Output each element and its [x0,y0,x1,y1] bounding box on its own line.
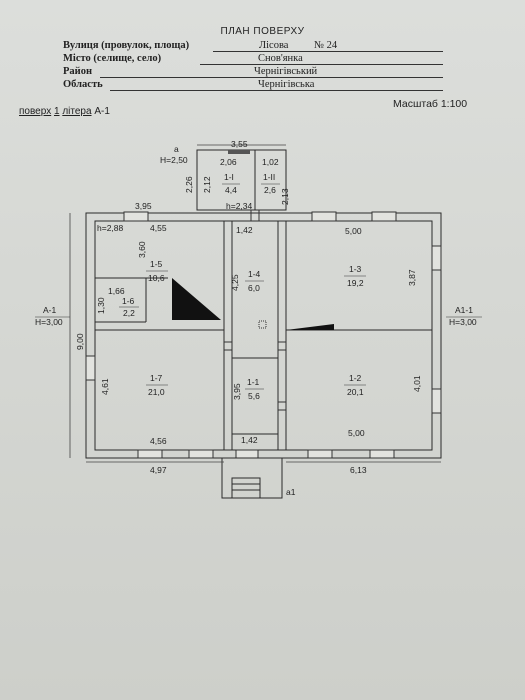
chimney [258,320,267,329]
room17-area: 21,0 [148,387,165,397]
district-label: Район [63,66,93,77]
vest2-width: 1,02 [262,157,279,167]
room17-width: 4,56 [150,436,167,446]
page-title: ПЛАН ПОВЕРХУ [220,26,305,37]
room11-width: 1,42 [241,435,258,445]
vest2-area: 2,6 [264,185,276,195]
right-height: Н=3,00 [449,317,477,327]
room16-id: 1-6 [122,296,135,306]
street-underline [213,51,443,52]
room16-area: 2,2 [123,308,135,318]
window [371,211,397,222]
window [123,211,149,222]
window [188,449,214,459]
window [137,449,163,459]
stove-block [172,278,221,320]
top-left-width: 3,95 [135,201,152,211]
room11-side: 3,95 [232,383,242,400]
room16-height: 1,30 [96,297,106,314]
district-underline [100,77,443,78]
room15-height: h=2,88 [97,223,124,233]
room11-area: 5,6 [248,391,260,401]
partition-right [277,220,287,451]
region-label: Область [63,79,103,90]
room16-width: 1,66 [108,286,125,296]
veranda-side1: 2,26 [184,176,194,193]
room14-side: 4,25 [230,274,240,291]
street-number: № 24 [314,40,338,51]
vest2-id: 1-II [263,172,275,182]
room14-area: 6,0 [248,283,260,293]
city-underline [200,64,443,65]
window [235,449,259,459]
plan-reference: поверх 1 літера А-1 [19,106,110,117]
window [307,449,333,459]
floor-number: 1 [53,106,60,117]
porch-steps [231,477,261,499]
partition-left [223,220,233,451]
letter-code: А-1 [94,106,110,117]
region-underline [110,90,443,91]
room17-side: 4,61 [100,378,110,395]
room15-width: 4,55 [150,223,167,233]
veranda-window [228,150,250,154]
window [85,355,96,381]
room17-id: 1-7 [150,373,163,383]
window [431,245,442,271]
veranda-side3: 2,13 [280,188,290,205]
floor-word: поверх [19,106,52,117]
veranda-height: Н=2,50 [160,155,188,165]
veranda-side2: 2,12 [202,176,212,193]
left-height: Н=3,00 [35,317,63,327]
right-letter: А1-1 [455,305,473,315]
room13-side: 3,87 [407,269,417,286]
street-label: Вулиця (провулок, площа) [63,40,190,51]
room12-side: 4,01 [412,375,422,392]
room15-side: 3,60 [137,241,147,258]
vest1-width: 2,06 [220,157,237,167]
left-letter: А-1 [43,305,57,315]
window [431,388,442,414]
scale-label: Масштаб 1:100 [393,98,468,110]
bottom-right-total: 6,13 [350,465,367,475]
room14-width: 1,42 [236,225,253,235]
vest1-id: 1-I [224,172,234,182]
window [369,449,395,459]
room13-width: 5,00 [345,226,362,236]
letter-word: літера [62,106,92,117]
stove-right [286,324,334,330]
room15-area: 10,6 [148,273,165,283]
room12-area: 20,1 [347,387,364,397]
street-value: Лісова [259,40,289,51]
porch-label: а1 [286,487,296,497]
region-value: Чернігівська [258,79,315,90]
house-inner-wall [94,220,433,451]
veranda-letter: а [174,144,179,154]
corridor-height: h=2,34 [226,201,253,211]
room12-width: 5,00 [348,428,365,438]
veranda-width: 3,55 [231,139,248,149]
room11-id: 1-1 [247,377,260,387]
room12-id: 1-2 [349,373,362,383]
room13-id: 1-3 [349,264,362,274]
window [311,211,337,222]
vest1-area: 4,4 [225,185,237,195]
city-label: Місто (селище, село) [63,53,162,64]
room14-id: 1-4 [248,269,261,279]
room15-id: 1-5 [150,259,163,269]
left-total: 9,00 [75,333,85,350]
bottom-left-total: 4,97 [150,465,167,475]
room13-area: 19,2 [347,278,364,288]
district-value: Чернігівський [254,66,318,77]
city-value: Снов'янка [258,53,303,64]
